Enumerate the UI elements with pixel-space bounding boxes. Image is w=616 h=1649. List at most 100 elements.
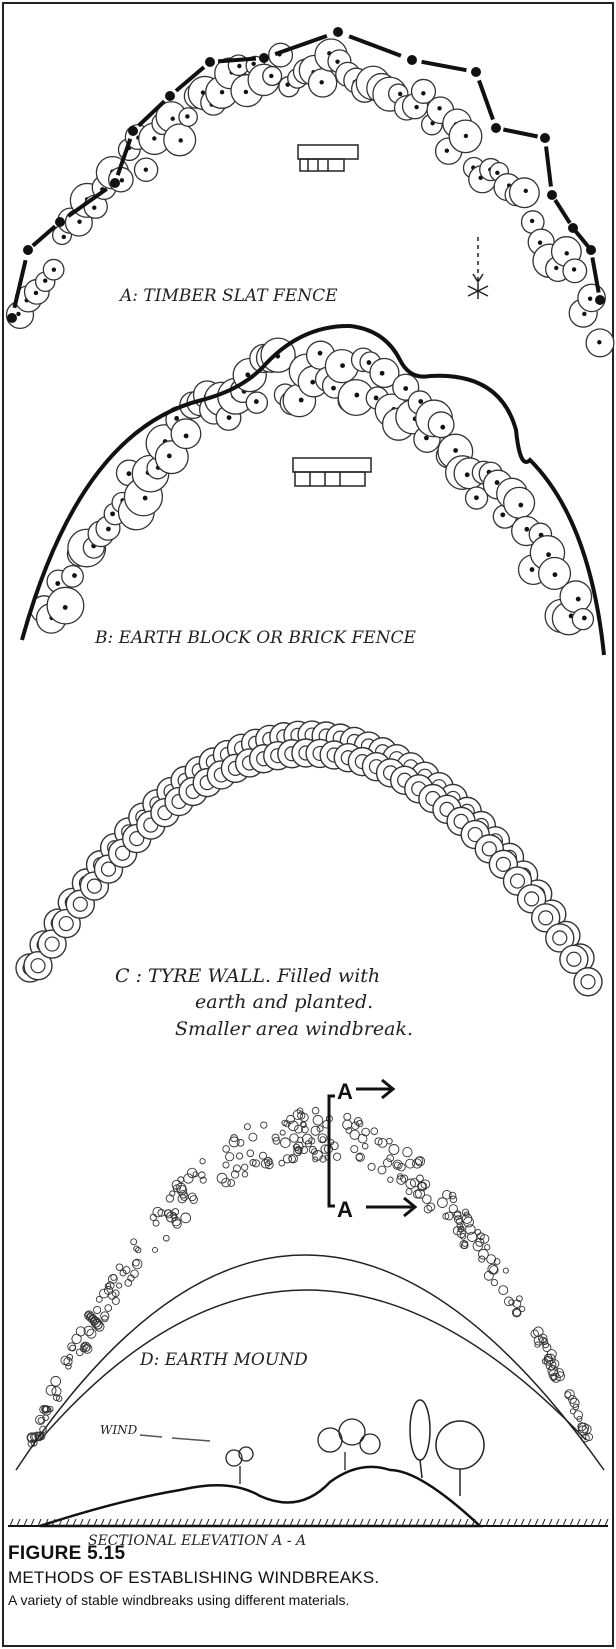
fence-post [165, 91, 175, 101]
tree-trunk-dot [597, 340, 601, 344]
tree-trunk-dot [530, 219, 534, 223]
section-mark-top: A [337, 1079, 353, 1104]
tree-trunk-dot [445, 148, 449, 152]
shrub-cluster [318, 1419, 380, 1470]
tree-trunk-dot [582, 616, 587, 621]
fence-post [110, 178, 120, 188]
panel-b-earth-block-fence: B: EARTH BLOCK OR BRICK FENCE [22, 326, 604, 655]
fence-slat [33, 226, 55, 246]
tree-trunk-dot [299, 398, 304, 403]
panel-c-tyres [16, 721, 602, 996]
tree-trunk-dot [565, 251, 569, 255]
fence-slat [479, 80, 493, 119]
tree-canopy [504, 487, 535, 518]
tree-trunk-dot [421, 91, 425, 95]
tree-trunk-dot [366, 360, 371, 365]
fence-post [547, 190, 557, 200]
tree-trunk-dot [582, 312, 586, 316]
tree-trunk-dot [518, 503, 523, 508]
tree-trunk-dot [269, 74, 273, 78]
fence-post [407, 55, 417, 65]
tall-tree [410, 1400, 430, 1478]
tree-trunk-dot [251, 62, 255, 66]
panel-d-earth-mound: A A D: EARTH MOUND WIND SECTION [8, 1079, 608, 1549]
section-mark-bottom: A [337, 1197, 353, 1222]
tree-trunk-dot [63, 605, 68, 610]
tree-trunk-dot [167, 454, 172, 459]
fence-slat [546, 147, 551, 187]
fence-slat [503, 130, 537, 137]
tree-trunk-dot [77, 220, 81, 224]
tree-trunk-dot [310, 380, 315, 385]
fence-post [595, 295, 605, 305]
tree-trunk-dot [495, 171, 499, 175]
tree-trunk-dot [55, 581, 60, 586]
tree-trunk-dot [34, 291, 38, 295]
tree-trunk-dot [92, 206, 96, 210]
panel-d-mound-hatching [27, 1107, 593, 1447]
fence-post [471, 67, 481, 77]
tree-canopy [560, 581, 591, 612]
tree-trunk-dot [403, 386, 408, 391]
tree-trunk-dot [440, 425, 445, 430]
panel-a-label: A: TIMBER SLAT FENCE [118, 286, 338, 306]
tree-trunk-dot [572, 267, 576, 271]
tree-trunk-dot [465, 472, 470, 477]
panel-a-trees [7, 39, 614, 357]
panel-c-label-line2: earth and planted. [195, 991, 373, 1013]
fence-post [205, 57, 215, 67]
tree-trunk-dot [127, 471, 132, 476]
tree-trunk-dot [331, 386, 336, 391]
tree-trunk-dot [538, 240, 542, 244]
fence-slat [555, 200, 570, 223]
tree-trunk-dot [43, 279, 47, 283]
fence-post [586, 245, 596, 255]
tree-trunk-dot [143, 496, 148, 501]
tree-trunk-dot [110, 511, 115, 516]
panel-a-timber-slat-fence: A: TIMBER SLAT FENCE [7, 27, 614, 357]
tree-trunk-dot [62, 235, 66, 239]
tree-trunk-dot [453, 448, 458, 453]
tree-canopy [510, 178, 540, 208]
fence-post [259, 53, 269, 63]
panel-b-house-icon [293, 458, 371, 486]
fence-slat [349, 36, 401, 56]
tree-trunk-dot [52, 267, 56, 271]
tree-trunk-dot [495, 480, 500, 485]
fence-post [333, 27, 343, 37]
fence-post [491, 123, 501, 133]
fence-slat [218, 59, 256, 62]
panel-c-label-line1: C : TYRE WALL. Filled with [115, 965, 380, 987]
figure-description: A variety of stable windbreaks using dif… [8, 1592, 608, 1608]
panel-c-label-line3: Smaller area windbreak. [175, 1018, 413, 1040]
tree-trunk-dot [553, 572, 558, 577]
tree-trunk-dot [554, 266, 558, 270]
tree-trunk-dot [174, 416, 179, 421]
tree-trunk-dot [576, 597, 581, 602]
figure-title: METHODS OF ESTABLISHING WINDBREAKS. [8, 1568, 608, 1588]
tyre [574, 968, 602, 996]
fence-post [55, 217, 65, 227]
tree-trunk-dot [184, 434, 189, 439]
tree-trunk-dot [152, 136, 156, 140]
tree-trunk-dot [220, 90, 224, 94]
fence-slat [422, 62, 467, 70]
tree-trunk-dot [414, 105, 418, 109]
tree-trunk-dot [524, 527, 529, 532]
tree-trunk-dot [374, 396, 379, 401]
fence-post [23, 245, 33, 255]
panel-a-sun-icon [468, 237, 488, 299]
tree-trunk-dot [72, 573, 77, 578]
panel-d-label: D: EARTH MOUND [139, 1350, 308, 1370]
tree-trunk-dot [464, 134, 468, 138]
tree-trunk-dot [474, 495, 479, 500]
tree-trunk-dot [237, 64, 241, 68]
tree-trunk-dot [171, 117, 175, 121]
tree-trunk-dot [437, 106, 441, 110]
tree-trunk-dot [340, 363, 345, 368]
tree-trunk-dot [178, 138, 182, 142]
wind-label: WIND [100, 1423, 138, 1437]
tree-trunk-dot [106, 527, 111, 532]
shrub-small [226, 1447, 253, 1484]
